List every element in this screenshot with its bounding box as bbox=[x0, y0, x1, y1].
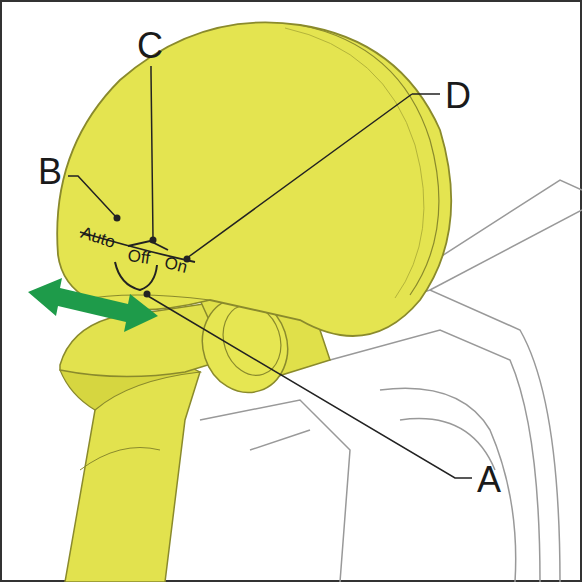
callout-letter: D bbox=[445, 78, 471, 114]
callout-letter: A bbox=[477, 462, 501, 498]
switch-position: On bbox=[163, 254, 189, 276]
callout-letter: B bbox=[38, 154, 62, 190]
switch-position: Off bbox=[127, 247, 152, 267]
callout-letter: C bbox=[137, 28, 163, 64]
